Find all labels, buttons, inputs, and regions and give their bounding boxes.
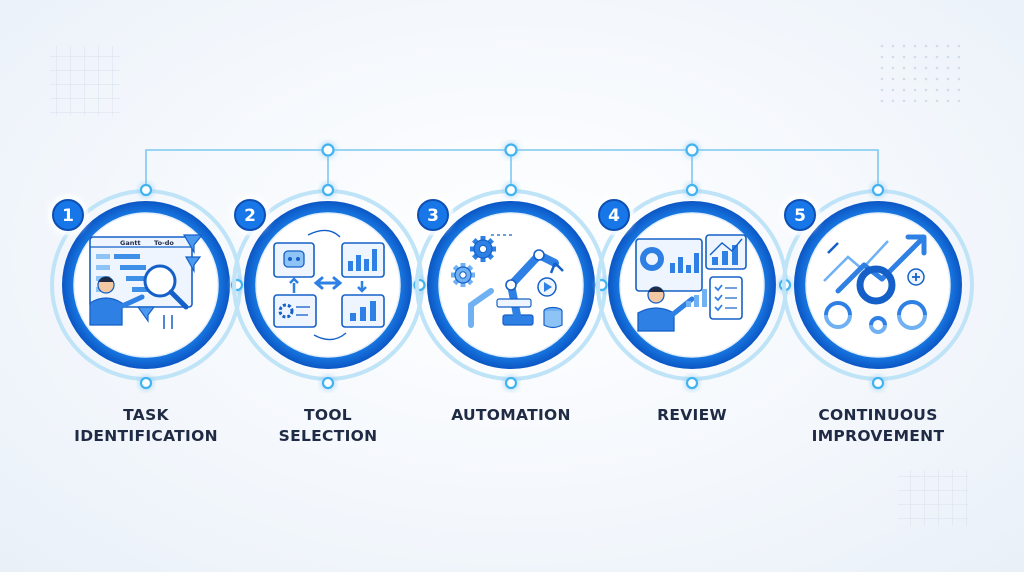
step-2-badge — [234, 199, 266, 231]
tool-selection-icon — [273, 229, 385, 341]
background-grid-topleft — [50, 46, 120, 116]
connector-node — [139, 376, 153, 390]
connector-node — [871, 376, 885, 390]
connector-node — [139, 183, 153, 197]
step-2: 2 — [230, 183, 426, 390]
connector-nodes — [321, 143, 699, 157]
connector-node — [871, 183, 885, 197]
connector-node — [685, 376, 699, 390]
step-1-title: TASK IDENTIFICATION — [51, 405, 241, 447]
step-inner-disc — [805, 212, 951, 358]
background-dots-topright — [880, 42, 960, 102]
step-title-line: TASK — [123, 406, 169, 424]
continuous-improvement-icon — [823, 234, 927, 334]
connector-node — [504, 376, 518, 390]
step-title-line: CONTINUOUS — [818, 406, 938, 424]
step-title-line: AUTOMATION — [451, 406, 571, 424]
step-number: 5 — [794, 206, 806, 226]
step-inner-disc — [255, 212, 401, 358]
step-number: 3 — [427, 206, 439, 226]
background-grid-bottomright — [898, 470, 968, 526]
svg-text:Gantt: Gantt — [120, 239, 141, 247]
step-4-title: REVIEW — [597, 405, 787, 426]
step-number: 2 — [244, 206, 256, 226]
step-5: 5 — [780, 183, 974, 390]
step-title-line: IMPROVEMENT — [811, 427, 945, 445]
step-4-badge — [598, 199, 630, 231]
step-title-line: TOOL — [303, 406, 352, 424]
step-1: Gantt To-do 1 — [48, 183, 244, 390]
step-2-title: TOOL SELECTION — [233, 405, 423, 447]
connector-node — [321, 376, 335, 390]
step-1-badge — [52, 199, 84, 231]
step-title-line: SELECTION — [278, 427, 378, 445]
step-4: 4 — [594, 183, 792, 390]
automation-icon — [451, 234, 564, 329]
step-title-line: IDENTIFICATION — [74, 427, 218, 445]
step-title-line: REVIEW — [657, 406, 727, 424]
step-number: 4 — [608, 206, 620, 226]
connector-node — [685, 183, 699, 197]
step-3-title: AUTOMATION — [416, 405, 606, 426]
step-number: 1 — [62, 206, 74, 226]
review-icon — [635, 234, 747, 332]
connector-node — [504, 183, 518, 197]
connector-node — [321, 183, 335, 197]
step-3: 3 — [413, 183, 608, 390]
step-5-title: CONTINUOUS IMPROVEMENT — [783, 405, 973, 447]
task-identification-icon: Gantt To-do — [89, 234, 204, 329]
step-5-badge — [784, 199, 816, 231]
step-3-badge — [417, 199, 449, 231]
svg-text:To-do: To-do — [154, 239, 174, 247]
